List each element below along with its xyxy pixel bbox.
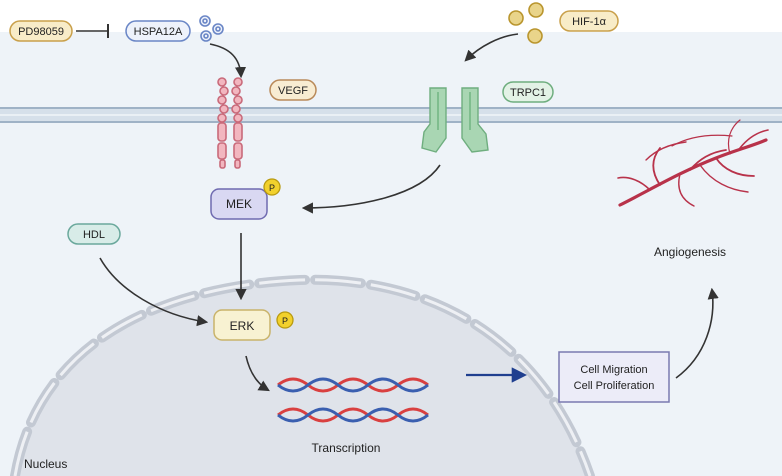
nucleus-label: Nucleus (24, 457, 67, 471)
pd98059-label: PD98059 (18, 26, 64, 38)
hspa12a-molecules-icon (199, 15, 224, 42)
erk-phospho-icon (276, 311, 294, 329)
hdl-node: HDL (67, 223, 121, 245)
vegf-label: VEGF (278, 85, 308, 97)
blood-vessel-icon (617, 119, 769, 207)
hspa12a-node: HSPA12A (125, 20, 191, 42)
angiogenesis-label: Angiogenesis (654, 245, 726, 259)
mek-label: MEK (226, 197, 252, 211)
hif1a-molecules-icon (508, 2, 544, 44)
hif1a-label: HIF-1α (572, 16, 607, 28)
cell-migration-label: Cell Migration (580, 364, 647, 376)
erk-label: ERK (230, 319, 255, 333)
mek-node: MEK P (210, 178, 281, 220)
transcription-label: Transcription (312, 441, 381, 455)
cell-response-box: Cell Migration Cell Proliferation (558, 351, 670, 403)
dna-icon (277, 377, 429, 423)
plasma-membrane (0, 107, 782, 123)
inhibition-line (76, 24, 109, 38)
trpc1-node: TRPC1 (502, 81, 554, 103)
trpc1-to-mek-arrow (301, 164, 441, 214)
hif1a-to-trpc1-arrow (464, 33, 519, 62)
cell-proliferation-label: Cell Proliferation (574, 380, 655, 392)
mek-phospho-label: P (269, 183, 275, 193)
hdl-to-erk-arrow (99, 257, 209, 327)
erk-node: ERK P (213, 309, 294, 341)
hspa12a-label: HSPA12A (134, 26, 183, 38)
pd98059-node: PD98059 (9, 20, 73, 42)
mek-phospho-icon (263, 178, 281, 196)
erk-phospho-label: P (282, 316, 288, 326)
hspa12a-to-vegf-arrow (209, 43, 247, 79)
cellresponse-to-angiogenesis-arrow (675, 287, 719, 379)
trpc1-channel-icon (421, 87, 489, 153)
erk-to-dna-arrow (245, 355, 270, 392)
nucleus (10, 274, 595, 476)
vegf-node: VEGF (269, 79, 317, 101)
vegf-receptor-icon (217, 77, 243, 169)
hif1a-node: HIF-1α (559, 10, 619, 32)
hdl-label: HDL (83, 229, 105, 241)
trpc1-label: TRPC1 (510, 87, 546, 99)
